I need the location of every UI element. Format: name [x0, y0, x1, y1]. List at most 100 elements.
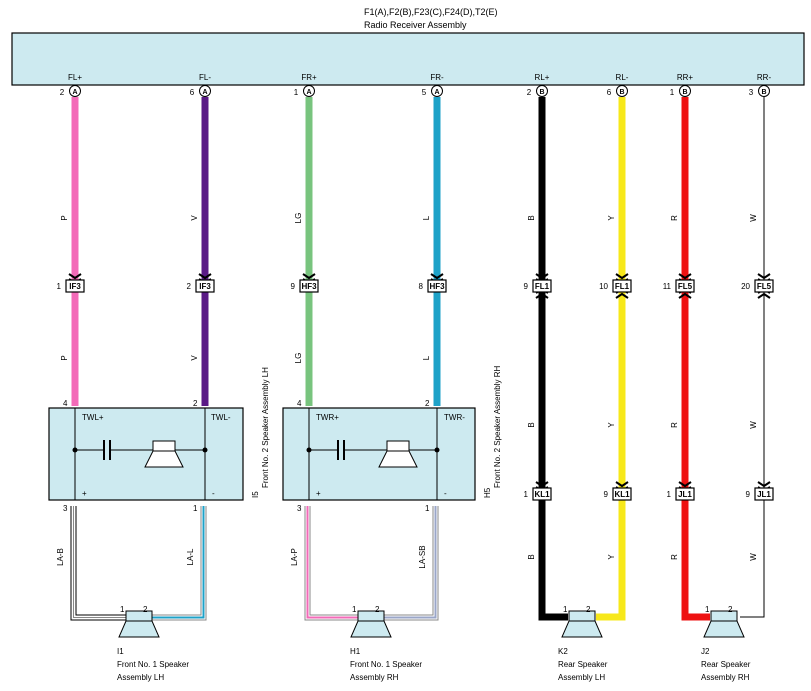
terminal-name: RR+ [677, 73, 694, 82]
terminal-pin: 6 [607, 88, 612, 97]
junction-upper-4: FL1 9 [524, 273, 552, 299]
tweeter-lh-id: I5 [251, 491, 260, 498]
wire-la-p [304, 506, 360, 621]
tweeter-lh-minus: - [212, 489, 215, 498]
terminal-pin: 2 [60, 88, 65, 97]
wire-label: R [670, 215, 679, 221]
speaker-pin1: 1 [120, 605, 125, 614]
tweeter-rh-minus: - [444, 489, 447, 498]
terminal-conn: B [619, 89, 624, 96]
terminal-conn: A [202, 89, 207, 96]
junction-upper-3: HF3 8 [419, 273, 447, 293]
terminal-conn: A [434, 89, 439, 96]
terminal-conn: B [539, 89, 544, 96]
speaker-pin2: 2 [586, 605, 591, 614]
junction-name: JL1 [678, 490, 692, 499]
terminal-conn: A [72, 89, 77, 96]
connector-circle [679, 85, 691, 97]
speaker-id: H1 [350, 647, 361, 656]
speaker-id: J2 [701, 647, 710, 656]
tweeter-rh-plus: + [316, 489, 321, 498]
terminal-name: FL+ [68, 73, 82, 82]
junction-pin: 9 [291, 282, 296, 291]
wire-label: B [527, 422, 536, 427]
speaker-pin2: 2 [728, 605, 733, 614]
wire-label: Y [607, 422, 616, 428]
tweeter-rh-name: Front No. 2 Speaker Assembly RH [493, 366, 502, 488]
junction-pin: 8 [419, 282, 424, 291]
tweeter-lh-plus: + [82, 489, 87, 498]
junction-pin: 1 [524, 490, 529, 499]
terminal-name: RL- [616, 73, 629, 82]
wire-label: Y [607, 554, 616, 560]
tweeter-lh-pin-br: 1 [193, 504, 198, 513]
junction-pin: 9 [604, 490, 609, 499]
speaker-pin2: 2 [375, 605, 380, 614]
terminal-pin: 6 [190, 88, 195, 97]
wire-rr-minus [740, 97, 765, 618]
connector-circle [303, 85, 315, 97]
speaker-line2: Assembly RH [350, 673, 399, 682]
terminal-pin: 2 [527, 88, 532, 97]
junction-name: KL1 [534, 490, 550, 499]
tweeter-rh-pin-pos: 4 [297, 399, 302, 408]
junction-name: IF3 [69, 282, 81, 291]
junction-name: FL1 [615, 282, 630, 291]
wire-la-sb [384, 506, 439, 621]
speaker-pin2: 2 [143, 605, 148, 614]
speaker-line1: Front No. 1 Speaker [350, 660, 422, 669]
tweeter-lh-pin-bl: 3 [63, 504, 68, 513]
junction-pin: 9 [524, 282, 529, 291]
junction-name: FL1 [535, 282, 550, 291]
junction-pin: 20 [741, 282, 750, 291]
tweeter-lh-pin-neg: 2 [193, 399, 198, 408]
connector-circle [758, 85, 770, 97]
speaker-id: K2 [558, 647, 568, 656]
junction-name: HF3 [429, 282, 445, 291]
junction-lower-0: KL1 1 [524, 481, 552, 501]
terminal-name: FL- [199, 73, 211, 82]
speaker-line1: Front No. 1 Speaker [117, 660, 189, 669]
terminal-name: RR- [757, 73, 772, 82]
tweeter-lh-name: Front No. 2 Speaker Assembly LH [261, 367, 270, 488]
radio-connectors-label: F1(A),F2(B),F23(C),F24(D),T2(E) [364, 7, 498, 17]
tweeter-rh: 4 2 TWR+ TWR- + - 3 1 H5 Front No. 2 Spe… [282, 366, 502, 513]
speaker-line2: Assembly RH [701, 673, 750, 682]
wire-label: B [527, 215, 536, 220]
junction-pin: 9 [746, 490, 751, 499]
junction-lower-2: JL1 1 [667, 481, 695, 501]
tweeter-lh: 4 2 TWL+ TWL- + - 3 1 I5 Front No. 2 Spe… [48, 367, 270, 513]
wire-label: LG [294, 353, 303, 364]
connector-circle [69, 85, 81, 97]
wire-label: LA-SB [418, 545, 427, 568]
wire-label: LG [294, 213, 303, 224]
speaker-pin1: 1 [563, 605, 568, 614]
wire-label: LA-L [186, 548, 195, 565]
junction-pin: 1 [667, 490, 672, 499]
speaker-line2: Assembly LH [117, 673, 164, 682]
tweeter-rh-id: H5 [483, 487, 492, 498]
terminal-pin: 1 [670, 88, 675, 97]
wire-label: B [527, 554, 536, 559]
connector-circle [616, 85, 628, 97]
tweeter-rh-label-pos: TWR+ [316, 413, 339, 422]
wire-label: LA-B [56, 548, 65, 566]
wire-rl-plus [538, 97, 568, 621]
tweeter-rh-pin-neg: 2 [425, 399, 430, 408]
tweeter-lh-label-neg: TWL- [211, 413, 231, 422]
wire-label: P [60, 215, 69, 220]
wire-label: W [749, 214, 758, 222]
